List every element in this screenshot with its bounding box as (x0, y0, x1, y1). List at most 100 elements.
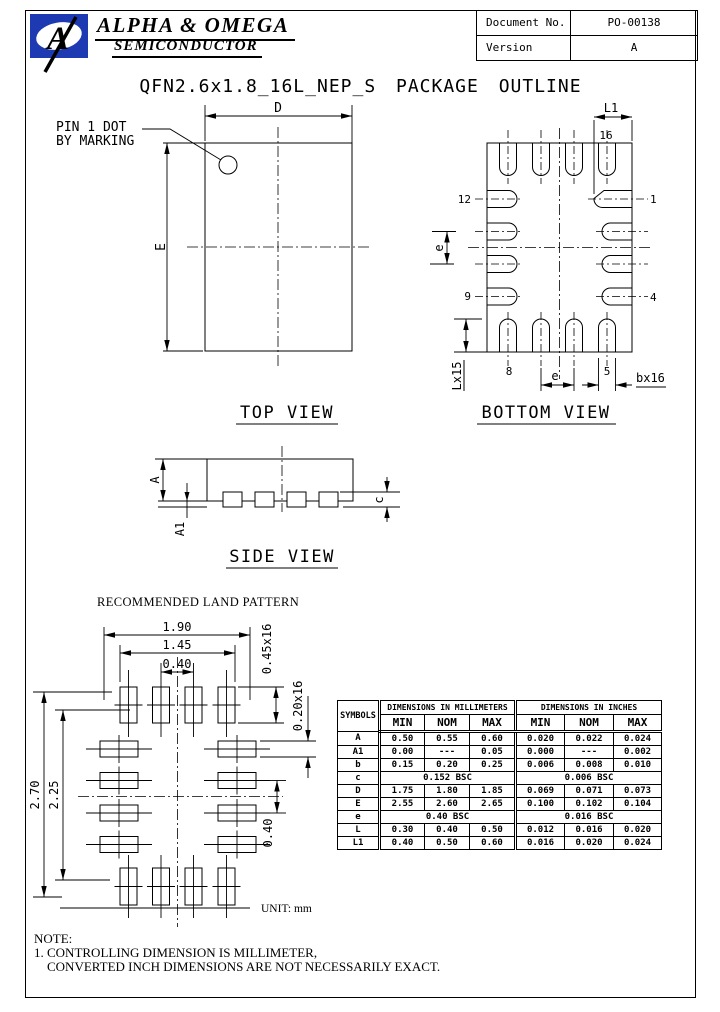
table-row: L1 0.40 0.50 0.60 0.016 0.020 0.024 (337, 836, 662, 850)
unit-note: UNIT: mm (261, 903, 312, 915)
top-view-drawing: D E PIN 1 DOT BY MARKING TOP VIEW (56, 101, 370, 425)
dim-040-top: 0.40 (163, 657, 192, 671)
table-cell: 0.020 (564, 836, 614, 850)
table-cell: 0.016 BSC (514, 810, 662, 824)
symbol-cell: e (337, 810, 380, 824)
table-cell: 0.50 (378, 731, 425, 746)
dim-label-c: c (372, 496, 386, 503)
table-cell: 0.006 (514, 758, 565, 772)
col-header-nom-in: NOM (564, 714, 614, 733)
pin-label-9: 9 (464, 290, 471, 303)
side-view-caption: SIDE VIEW (229, 547, 335, 567)
table-cell: 0.40 BSC (378, 810, 516, 824)
side-view-drawing: A A1 c SIDE VIEW (148, 446, 400, 569)
pin-label-12: 12 (458, 193, 471, 206)
table-row: D 1.75 1.80 1.85 0.069 0.071 0.073 (337, 784, 662, 798)
col-header-max-mm: MAX (469, 714, 516, 733)
table-cell: 0.104 (613, 797, 662, 811)
pin-label-5: 5 (604, 365, 611, 378)
table-cell: 0.010 (613, 758, 662, 772)
dim-045x16: 0.45x16 (260, 624, 274, 675)
table-cell: 0.40 (424, 823, 470, 837)
table-cell: 0.50 (424, 836, 470, 850)
table-cell: 0.50 (469, 823, 516, 837)
symbol-cell: c (337, 771, 380, 785)
note-line-2: CONVERTED INCH DIMENSIONS ARE NOT NECESS… (47, 959, 441, 974)
note-line-1: 1. CONTROLLING DIMENSION IS MILLIMETER, (34, 945, 318, 960)
table-cell: 0.20 (424, 758, 470, 772)
table-cell: 0.55 (424, 731, 470, 746)
col-header-max-in: MAX (613, 714, 662, 733)
col-header-min-mm: MIN (378, 714, 425, 733)
table-row: E 2.55 2.60 2.65 0.100 0.102 0.104 (337, 797, 662, 811)
table-cell: 2.55 (378, 797, 425, 811)
table-row: e 0.40 BSC 0.016 BSC (337, 810, 662, 824)
table-cell: 0.000 (514, 745, 565, 759)
dim-label-l1: L1 (604, 101, 618, 115)
bottom-view-caption: BOTTOM VIEW (481, 403, 610, 423)
bottom-view-drawing: L1 e e bx16 Lx15 16 1 4 5 8 9 12 BOTTOM … (430, 101, 666, 425)
table-cell: 0.60 (469, 731, 516, 746)
document-info-table: Document No. PO-00138 Version A (476, 10, 698, 61)
table-cell: 0.016 (564, 823, 614, 837)
symbols-header: SYMBOLS (337, 700, 380, 732)
table-cell: 0.40 (378, 836, 425, 850)
dim-145: 1.45 (163, 638, 192, 652)
pin1-dot (218, 155, 238, 175)
col-header-min-in: MIN (514, 714, 565, 733)
dim-020x16: 0.20x16 (291, 681, 305, 732)
table-cell: 0.024 (613, 731, 662, 746)
table-cell: 0.022 (564, 731, 614, 746)
dim-label-l: Lx15 (450, 362, 464, 391)
pin-label-1: 1 (650, 193, 657, 206)
dim-label-d: D (274, 101, 282, 116)
symbol-cell: E (337, 797, 380, 811)
land-pattern-title: RECOMMENDED LAND PATTERN (97, 595, 299, 609)
dim-label-a: A (148, 476, 162, 484)
doc-no-label: Document No. (477, 11, 571, 36)
table-cell: 0.020 (514, 731, 565, 746)
dim-225: 2.25 (47, 781, 61, 810)
dim-270: 2.70 (28, 781, 42, 810)
table-cell: --- (424, 745, 470, 759)
table-row: c 0.152 BSC 0.006 BSC (337, 771, 662, 785)
notes-block: NOTE: 1. CONTROLLING DIMENSION IS MILLIM… (34, 932, 440, 974)
symbol-cell: A1 (337, 745, 380, 759)
dim-label-b: bx16 (636, 371, 665, 385)
mm-section-header: DIMENSIONS IN MILLIMETERS (378, 700, 516, 715)
table-cell: 0.069 (514, 784, 565, 798)
symbol-cell: L (337, 823, 380, 837)
table-cell: 0.15 (378, 758, 425, 772)
table-row: b 0.15 0.20 0.25 0.006 0.008 0.010 (337, 758, 662, 772)
table-cell: 0.016 (514, 836, 565, 850)
doc-no-value: PO-00138 (571, 11, 697, 36)
table-cell: 0.05 (469, 745, 516, 759)
table-cell: 0.024 (613, 836, 662, 850)
company-logo: A (30, 14, 88, 73)
dim-label-e-bottom: e (551, 369, 558, 383)
company-name: ALPHA & OMEGA (95, 13, 296, 41)
pin-label-16: 16 (599, 129, 612, 142)
pin-label-4: 4 (650, 291, 657, 304)
table-cell: 0.073 (613, 784, 662, 798)
land-pattern-drawing: RECOMMENDED LAND PATTERN (28, 595, 316, 927)
company-subtitle: SEMICONDUCTOR (112, 38, 262, 58)
dim-190: 1.90 (163, 620, 192, 634)
table-cell: --- (564, 745, 614, 759)
symbol-cell: b (337, 758, 380, 772)
inch-section-header: DIMENSIONS IN INCHES (514, 700, 662, 715)
pin1-pad (593, 190, 632, 209)
logo-slash (43, 16, 78, 73)
table-cell: 0.002 (613, 745, 662, 759)
version-value: A (630, 41, 638, 55)
top-view-caption: TOP VIEW (240, 403, 334, 423)
dim-040-right: 0.40 (261, 819, 275, 848)
table-cell: 1.85 (469, 784, 516, 798)
table-row: A1 0.00 --- 0.05 0.000 --- 0.002 (337, 745, 662, 759)
table-cell: 0.60 (469, 836, 516, 850)
table-cell: 0.100 (514, 797, 565, 811)
table-cell: 0.102 (564, 797, 614, 811)
table-cell: 0.008 (564, 758, 614, 772)
symbol-cell: A (337, 731, 380, 746)
page-border (25, 10, 696, 998)
